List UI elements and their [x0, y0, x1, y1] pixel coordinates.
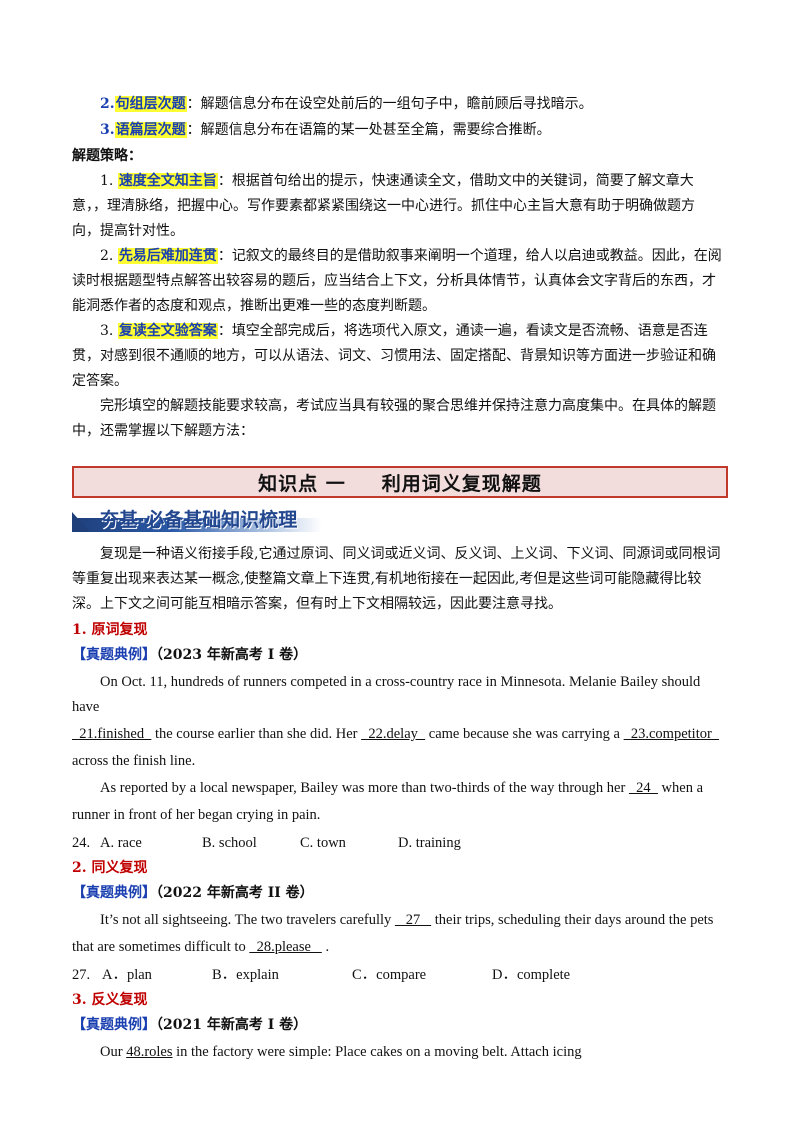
blank-27: 27 [394, 912, 432, 928]
strategy-label: 速度全文知主旨 [117, 173, 218, 189]
strategy-item-1: 1. 速度全文知主旨：根据首句给出的提示，快速通读全文，借助文中的关键词，简要了… [72, 173, 695, 239]
closing-paragraph: 完形填空的解题技能要求较高，考试应当具有较强的聚合思维并保持注意力高度集中。在具… [72, 398, 716, 439]
blank-24: 24 [628, 780, 658, 796]
blank-48: 48.roles [126, 1044, 173, 1060]
example-passage-2: It’s not all sightseeing. The two travel… [72, 908, 728, 988]
section-heading-2: 2. 同义复现 [72, 860, 148, 876]
section-subheading: 夯基·必备基础知识梳理 [72, 504, 728, 538]
knowledge-point-banner: 知识点 一利用词义复现解题 [72, 466, 728, 498]
option-a: A. race [100, 835, 142, 851]
option-c: C．compare [352, 967, 427, 983]
level-item-3: 3.语篇层次题：解题信息分布在语篇的某一处甚至全篇，需要综合推断。 [100, 122, 551, 138]
level-label-3: 语篇层次题 [114, 122, 187, 138]
blank-28: 28.please [249, 939, 322, 955]
option-d: D．complete [492, 967, 571, 983]
options-27: 27. A．plan B．explain C．compare D．complet… [72, 963, 728, 988]
example-label-2: 【真题典例】（2022 年新高考 II 卷） [72, 885, 314, 901]
strategy-heading: 解题策略： [72, 148, 142, 164]
blank-22: 22.delay [361, 726, 426, 742]
option-c: C. town [300, 835, 346, 851]
subheading-marker [72, 512, 90, 532]
example-passage-3: Our 48.roles in the factory were simple:… [100, 1044, 582, 1060]
strategy-label: 复读全文验答案 [117, 323, 218, 339]
section-heading-3: 3. 反义复现 [72, 992, 148, 1008]
intro-paragraph: 复现是一种语义衔接手段,它通过原词、同义词或近义词、反义词、上义词、下义词、同源… [72, 546, 721, 612]
example-passage-1: On Oct. 11, hundreds of runners competed… [72, 670, 728, 856]
example-label-3: 【真题典例】（2021 年新高考 I 卷） [72, 1017, 308, 1033]
level-item-2: 2.句组层次题：解题信息分布在设空处前后的一组句子中，瞻前顾后寻找暗示。 [100, 96, 593, 112]
example-label-1: 【真题典例】（2023 年新高考 I 卷） [72, 647, 308, 663]
options-24: 24. A. race B. school C. town D. trainin… [72, 831, 728, 856]
option-a: A．plan [102, 967, 152, 983]
option-b: B．explain [212, 967, 279, 983]
section-heading-1: 1. 原词复现 [72, 622, 148, 638]
level-label-2: 句组层次题 [114, 96, 187, 112]
option-d: D. training [398, 835, 461, 851]
strategy-item-2: 2. 先易后难加连贯：记叙文的最终目的是借助叙事来阐明一个道理，给人以启迪或教益… [72, 248, 722, 314]
subheading-bar [72, 518, 322, 532]
blank-21: 21.finished [72, 726, 152, 742]
blank-23: 23.competitor [623, 726, 720, 742]
option-b: B. school [202, 835, 257, 851]
strategy-label: 先易后难加连贯 [117, 248, 218, 264]
strategy-list: 1. 速度全文知主旨：根据首句给出的提示，快速通读全文，借助文中的关键词，简要了… [72, 169, 728, 394]
strategy-item-3: 3. 复读全文验答案：填空全部完成后，将选项代入原文，通读一遍，看读文是否流畅、… [72, 323, 716, 389]
